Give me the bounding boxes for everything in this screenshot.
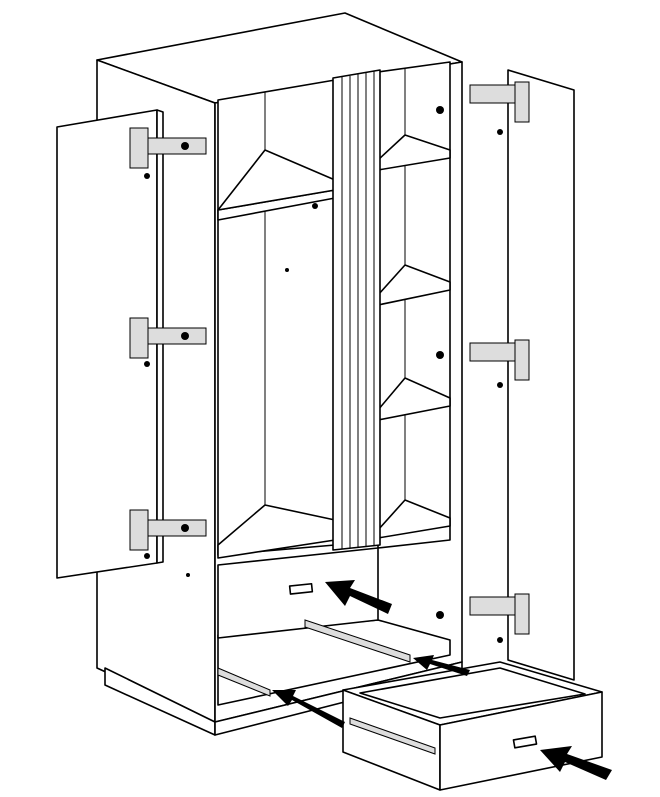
left-door: [56, 109, 207, 579]
hinge-icon: [469, 81, 530, 135]
hinge-icon: [129, 509, 207, 559]
arrow-icon: [540, 746, 612, 780]
hinge-icon: [129, 317, 207, 367]
right-door: [469, 69, 575, 681]
hinge-icon: [469, 339, 530, 388]
loose-drawer: [342, 661, 603, 791]
arrow-icon: [272, 690, 345, 728]
hinge-icon: [469, 593, 530, 643]
drawer-runner-icon: [349, 717, 436, 755]
arrow-icon: [413, 655, 470, 676]
hinge-icon: [129, 127, 207, 179]
drawer-runner-icon: [217, 667, 271, 697]
arrow-icon: [325, 580, 392, 614]
